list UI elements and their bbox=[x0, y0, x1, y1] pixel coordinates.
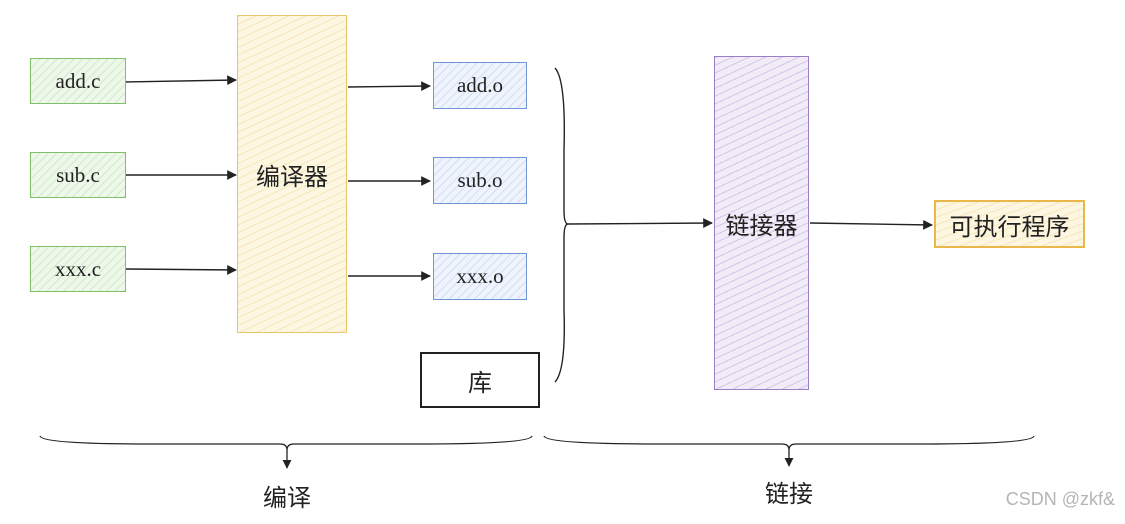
compiler-label: 编译器 bbox=[256, 162, 328, 191]
source-file-label: sub.c bbox=[56, 162, 100, 187]
source-file-sub-c: sub.c bbox=[30, 152, 126, 198]
object-file-label: xxx.o bbox=[456, 264, 504, 288]
linker-label: 链接器 bbox=[725, 211, 798, 240]
source-file-add-c: add.c bbox=[30, 58, 126, 104]
watermark: CSDN @zkf& bbox=[1005, 489, 1115, 509]
object-file-add-o: add.o bbox=[433, 62, 527, 109]
source-file-label: xxx.c bbox=[54, 256, 102, 281]
arrow-add-c-to-compiler bbox=[125, 75, 237, 86]
group-brace bbox=[554, 67, 569, 383]
link-phase-label: 链接 bbox=[765, 480, 813, 508]
linker-block: 链接器 bbox=[714, 56, 809, 390]
link-phase-brace bbox=[543, 435, 1035, 451]
object-file-label: sub.o bbox=[457, 168, 503, 192]
compile-phase-label: 编译 bbox=[263, 484, 311, 512]
executable-block: 可执行程序 bbox=[934, 200, 1085, 248]
executable-label: 可执行程序 bbox=[949, 212, 1070, 241]
object-file-xxx-o: xxx.o bbox=[433, 253, 527, 300]
arrow-linker-to-executable bbox=[809, 219, 933, 230]
arrow-brace-to-linker bbox=[567, 218, 713, 228]
arrow-xxx-c-to-compiler bbox=[125, 265, 237, 275]
library-block: 库 bbox=[420, 352, 540, 408]
object-file-sub-o: sub.o bbox=[433, 157, 527, 204]
arrow-compiler-to-add-o bbox=[347, 81, 431, 92]
source-file-xxx-c: xxx.c bbox=[30, 246, 126, 292]
source-file-label: add.c bbox=[55, 68, 101, 93]
object-file-label: add.o bbox=[456, 73, 504, 97]
library-label: 库 bbox=[468, 368, 492, 397]
compile-phase-brace bbox=[39, 435, 533, 451]
compiler-block: 编译器 bbox=[237, 15, 347, 333]
